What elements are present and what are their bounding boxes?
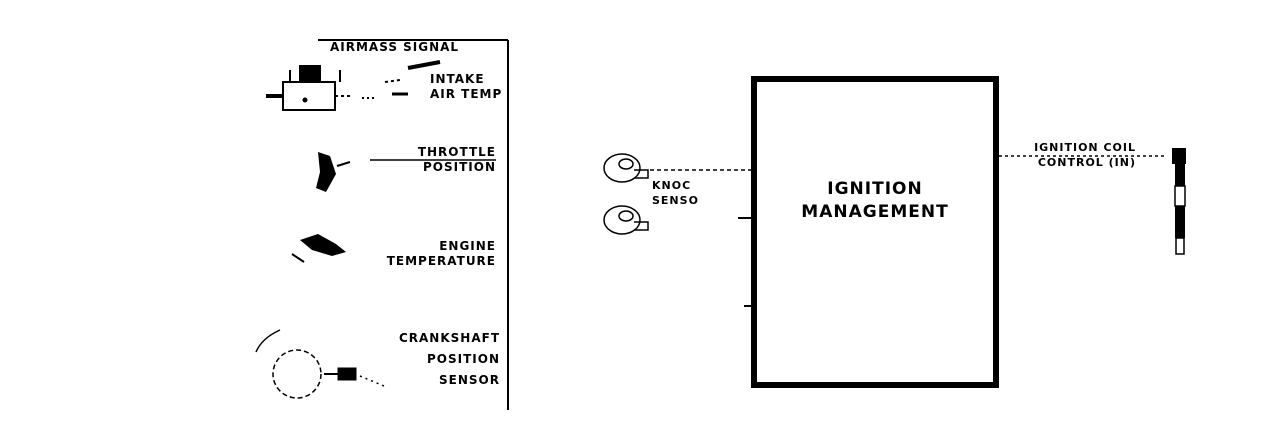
knock-sensor-icon-1 [603,153,649,183]
throttle-position-line-2: POSITION [423,160,496,174]
coil-control-line-1: IGNITION COIL [1034,141,1136,154]
throttle-position-sensor-icon [316,152,351,192]
module-title-line-1: IGNITION [827,179,923,199]
knock-sensor-icon-2 [603,205,649,235]
knock-sensor-label: KNOC SENSO [652,178,699,208]
knock-sensor-line-2: SENSO [652,194,699,207]
coil-control-line-2: CONTROL (IN) [1037,156,1136,169]
crankshaft-line-3: SENSOR [439,373,500,387]
airmass-signal-label: AIRMASS SIGNAL [330,40,460,54]
engine-temp-sensor-icon [291,234,346,263]
ignition-management-module: IGNITION MANAGEMENT [751,76,999,388]
engine-temperature-label: ENGINE TEMPERATURE [350,239,496,269]
crankshaft-line-1: CRANKSHAFT [398,331,500,345]
intake-air-temp-icon [362,60,441,99]
airmass-sensor-icon [266,65,350,111]
intake-air-temp-line-1: INTAKE [430,72,485,86]
crankshaft-sensor-icon [255,329,385,399]
crankshaft-line-2: POSITION [427,352,500,366]
engine-temperature-line-1: ENGINE [439,239,496,253]
engine-temperature-line-2: TEMPERATURE [386,254,496,268]
ignition-coil-icon [1172,148,1186,255]
module-title-line-2: MANAGEMENT [801,202,949,222]
intake-air-temp-label: INTAKE AIR TEMP [430,72,502,102]
throttle-position-line-1: THROTTLE [417,145,496,159]
module-title: IGNITION MANAGEMENT [757,178,993,224]
throttle-position-label: THROTTLE POSITION [380,145,496,175]
knock-sensor-line-1: KNOC [652,179,692,192]
crankshaft-position-sensor-label: CRANKSHAFT POSITION SENSOR [360,328,500,391]
ignition-coil-control-label: IGNITION COIL CONTROL (IN) [1000,140,1136,170]
intake-air-temp-line-2: AIR TEMP [430,87,503,101]
